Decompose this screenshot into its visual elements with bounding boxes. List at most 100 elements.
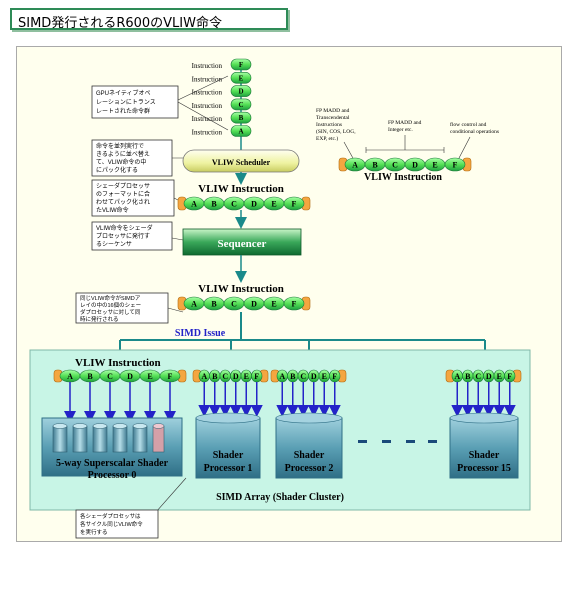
note-text: ダプロセッサに対して同 xyxy=(80,308,141,316)
note-text: シェーダプロセッサ xyxy=(96,182,150,190)
vliw-slot-letter: D xyxy=(127,372,133,381)
vliw-slot-letter: C xyxy=(475,372,481,381)
vliw-scheduler-label: VLIW Scheduler xyxy=(212,158,271,167)
vliw-slot xyxy=(283,296,305,311)
note-text: を実行する xyxy=(80,528,108,536)
vliw-slot-letter: C xyxy=(231,200,237,209)
vliw-slot-letter: F xyxy=(292,300,297,309)
title-box: SIMD発行されるR600のVLIW命令 xyxy=(10,8,288,31)
vliw-slot-letter: A xyxy=(201,372,207,381)
instruction-pill xyxy=(230,72,252,84)
processor-label: Processor 0 xyxy=(88,470,137,481)
vliw-slot-letter: A xyxy=(191,200,197,209)
execution-unit xyxy=(132,425,148,453)
vliw-slot-letter: E xyxy=(322,372,327,381)
vliw-slot-letter: C xyxy=(107,372,113,381)
legend-text: flow control and xyxy=(450,121,487,128)
note-text: きるように並べ替え xyxy=(96,150,150,158)
execution-unit-top xyxy=(72,423,88,429)
vliw-slot-letter: C xyxy=(231,300,237,309)
instruction-pill xyxy=(230,125,252,137)
instruction-pill xyxy=(230,98,252,111)
vliw-slot-letter: B xyxy=(372,161,378,170)
processor-label: Shader xyxy=(469,450,500,461)
legend-text: FP MADD and xyxy=(316,108,350,114)
execution-unit xyxy=(52,425,68,453)
vliw-slot-letter: C xyxy=(392,161,398,170)
processor-label: 5-way Superscalar Shader xyxy=(56,458,169,469)
note-simd: 同じVLIW命令がSIMDア レイの中の16個のシェー ダプロセッサに対して同 … xyxy=(75,292,184,324)
legend-text: (SIN, COS, LOG, xyxy=(316,128,356,135)
vliw-instruction-label: VLIW Instruction xyxy=(75,357,161,369)
execution-unit-top xyxy=(92,423,108,429)
vliw-slot-letter: A xyxy=(352,161,358,170)
vliw-slot-letter: C xyxy=(222,372,228,381)
legend-text: Transcendental xyxy=(316,115,350,121)
vliw-instruction-label: VLIW Instruction xyxy=(198,183,284,195)
instruction-label: Instruction xyxy=(192,62,223,70)
legend-text: Instructions xyxy=(316,122,342,128)
instruction-letter: E xyxy=(239,74,244,82)
processor-label: Processor 15 xyxy=(457,463,511,474)
vliw-slot-letter: B xyxy=(211,300,217,309)
vliw-slot-letter: A xyxy=(67,372,73,381)
vliw-slot-letter: F xyxy=(254,372,259,381)
note-gpu-native: GPUネイティブオペ レーションにトランス レートされた命令群 xyxy=(91,75,229,131)
vliw-slot-letter: D xyxy=(251,300,257,309)
execution-unit xyxy=(72,425,88,453)
vliw-slot-letter: F xyxy=(332,372,337,381)
vliw-slot-letter: B xyxy=(211,200,217,209)
note-sequencer: VLIW命令をシェーダ プロセッサに発行す るシーケンサ xyxy=(91,221,184,251)
execution-unit-top xyxy=(112,423,128,429)
vliw-slot-letter: E xyxy=(271,200,276,209)
note-text: 命令を並列実行で xyxy=(96,142,144,150)
processor-label: Shader xyxy=(294,450,325,461)
legend: FP MADD and Transcendental Instructions … xyxy=(316,108,499,183)
vliw-slot-letter: A xyxy=(191,300,197,309)
instruction-pill xyxy=(230,85,252,97)
instruction-pill xyxy=(230,58,252,71)
note-text: 各シェーダプロセッサは xyxy=(80,512,141,520)
note-text: て、VLIW命令の中 xyxy=(96,158,146,166)
processor-label: Processor 2 xyxy=(285,463,334,474)
execution-unit xyxy=(152,425,165,453)
note-text: VLIW命令をシェーダ xyxy=(96,224,153,232)
legend-vliw-label: VLIW Instruction xyxy=(364,172,442,183)
instruction-letter: F xyxy=(239,61,243,69)
shader-processor-15: Shader Processor 15 xyxy=(449,412,519,479)
note-text: たVLIW命令 xyxy=(96,206,129,214)
note-text: 各サイクル同じVLIW命令 xyxy=(80,520,143,528)
vliw-slot-letter: C xyxy=(300,372,306,381)
vliw-slot-letter: F xyxy=(168,372,173,381)
vliw-slot-letter: F xyxy=(292,200,297,209)
vliw-slot-letter: F xyxy=(453,161,458,170)
execution-unit xyxy=(112,425,128,453)
note-each-cycle: 各シェーダプロセッサは 各サイクル同じVLIW命令 を実行する xyxy=(75,477,187,539)
legend-text: FP MADD and xyxy=(388,120,422,126)
processor-label: Processor 1 xyxy=(204,463,253,474)
note-text: GPUネイティブオペ xyxy=(96,89,151,97)
execution-unit-top xyxy=(52,423,68,429)
instruction-letter: D xyxy=(238,88,243,96)
instruction-label: Instruction xyxy=(192,89,223,97)
vliw-slot-letter: D xyxy=(486,372,492,381)
shader-processor-1: Shader Processor 1 xyxy=(195,412,261,479)
note-text: のフォーマットに合 xyxy=(96,190,150,198)
vliw-slot-letter: D xyxy=(311,372,317,381)
simd-issue-label: SIMD Issue xyxy=(175,328,226,339)
note-text: プロセッサに発行す xyxy=(96,232,150,240)
note-reorder: 命令を並列実行で きるように並べ替え て、VLIW命令の中 にパック化する xyxy=(91,139,192,177)
simd-array-label: SIMD Array (Shader Cluster) xyxy=(216,492,344,503)
vliw-slot-letter: D xyxy=(233,372,239,381)
vliw-slot-letter: E xyxy=(147,372,152,381)
vliw-slot-letter: B xyxy=(212,372,218,381)
instruction-pill xyxy=(230,111,252,124)
page-title: SIMD発行されるR600のVLIW命令 xyxy=(18,16,222,31)
vliw-slot-letter: D xyxy=(412,161,418,170)
vliw-slot-letter: A xyxy=(279,372,285,381)
vliw-slot xyxy=(283,196,305,211)
